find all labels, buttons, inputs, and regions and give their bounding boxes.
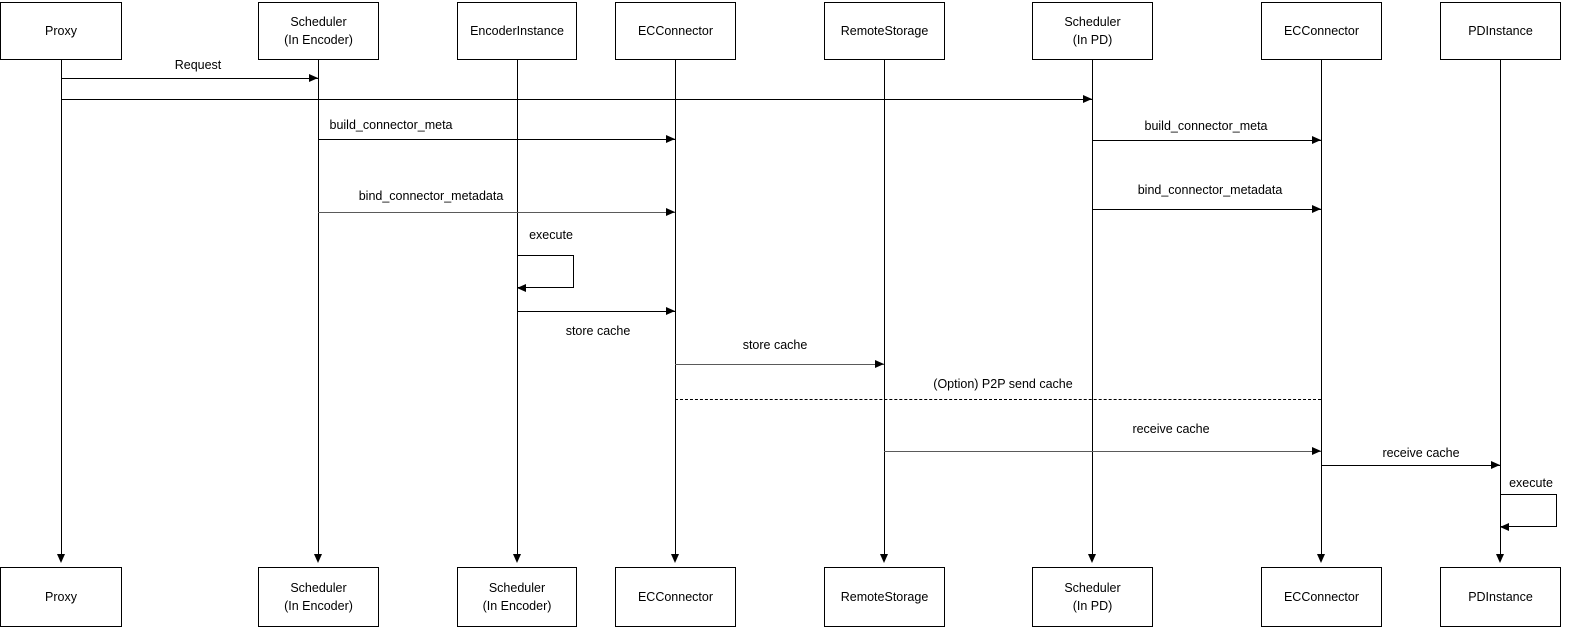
top-participant-box-sched_pd[interactable]: Scheduler (In PD)	[1032, 2, 1153, 60]
bottom-participant-box-ecconn_enc[interactable]: ECConnector	[615, 567, 736, 627]
message-line-m4[interactable]	[1092, 140, 1321, 141]
message-line-m2[interactable]	[61, 99, 1092, 100]
participant-name: RemoteStorage	[840, 23, 929, 38]
participant-name: Proxy	[45, 589, 77, 604]
top-participant-box-ecconn_pd[interactable]: ECConnector	[1261, 2, 1382, 60]
participant-name: PDInstance	[1468, 589, 1533, 604]
participant-qualifier: (In PD)	[1072, 33, 1113, 47]
self-call-loop-s1[interactable]	[517, 255, 574, 288]
message-label-m8: store cache	[742, 338, 808, 352]
message-arrow-icon-m1	[309, 74, 318, 82]
message-arrow-icon-m11	[1491, 461, 1500, 469]
message-label-m6: bind_connector_metadata	[1137, 183, 1283, 197]
message-arrow-icon-m8	[875, 360, 884, 368]
message-arrow-icon-m6	[1312, 205, 1321, 213]
self-call-arrow-icon-s2	[1500, 523, 1509, 531]
message-line-m9[interactable]	[675, 399, 1321, 400]
lifeline-ecconn_pd	[1321, 60, 1322, 555]
participant-name: EncoderInstance	[470, 23, 564, 38]
top-participant-box-encoder_inst[interactable]: EncoderInstance	[457, 2, 577, 60]
message-label-m3: build_connector_meta	[329, 118, 453, 132]
lifeline-arrow-icon-proxy	[57, 554, 65, 563]
message-line-m5[interactable]	[318, 212, 675, 213]
lifeline-arrow-icon-sched_enc	[314, 554, 322, 563]
lifeline-pd_inst	[1500, 60, 1501, 555]
self-call-label-s1: execute	[529, 228, 573, 242]
message-label-m9: (Option) P2P send cache	[933, 377, 1073, 391]
participant-name: ECConnector	[1283, 23, 1360, 38]
message-arrow-icon-m10	[1312, 447, 1321, 455]
top-participant-box-proxy[interactable]: Proxy	[0, 2, 122, 60]
lifeline-arrow-icon-pd_inst	[1496, 554, 1504, 563]
message-line-m6[interactable]	[1092, 209, 1321, 210]
participant-name: ECConnector	[637, 23, 714, 38]
self-call-arrow-icon-s1	[517, 284, 526, 292]
top-participant-box-remote_storage[interactable]: RemoteStorage	[824, 2, 945, 60]
lifeline-arrow-icon-encoder_inst	[513, 554, 521, 563]
message-arrow-icon-m3	[666, 135, 675, 143]
message-label-m7: store cache	[565, 324, 631, 338]
bottom-participant-box-sched_enc[interactable]: Scheduler (In Encoder)	[258, 567, 379, 627]
message-label-m11: receive cache	[1382, 446, 1460, 460]
message-label-m1: Request	[174, 58, 222, 72]
bottom-participant-box-proxy[interactable]: Proxy	[0, 567, 122, 627]
message-line-m11[interactable]	[1321, 465, 1500, 466]
participant-name: Proxy	[45, 23, 77, 38]
participant-qualifier: (In Encoder)	[284, 33, 353, 47]
message-line-m1[interactable]	[61, 78, 318, 79]
bottom-participant-box-sched_pd[interactable]: Scheduler (In PD)	[1032, 567, 1153, 627]
lifeline-ecconn_enc	[675, 60, 676, 555]
participant-qualifier: (In PD)	[1072, 599, 1113, 613]
message-line-m10[interactable]	[884, 451, 1321, 452]
lifeline-proxy	[61, 60, 62, 555]
participant-name: ECConnector	[1283, 589, 1360, 604]
lifeline-encoder_inst	[517, 60, 518, 555]
participant-name: Scheduler	[290, 580, 347, 595]
top-participant-box-pd_inst[interactable]: PDInstance	[1440, 2, 1561, 60]
lifeline-sched_pd	[1092, 60, 1093, 555]
lifeline-remote_storage	[884, 60, 885, 555]
lifeline-arrow-icon-ecconn_pd	[1317, 554, 1325, 563]
participant-name: RemoteStorage	[840, 589, 929, 604]
message-label-m5: bind_connector_metadata	[358, 189, 504, 203]
lifeline-arrow-icon-sched_pd	[1088, 554, 1096, 563]
participant-name: Scheduler	[1064, 580, 1121, 595]
participant-name: Scheduler	[488, 580, 546, 595]
message-arrow-icon-m7	[666, 307, 675, 315]
participant-name: ECConnector	[637, 589, 714, 604]
top-participant-box-ecconn_enc[interactable]: ECConnector	[615, 2, 736, 60]
bottom-participant-box-encoder_inst[interactable]: Scheduler (In Encoder)	[457, 567, 577, 627]
message-label-m4: build_connector_meta	[1144, 119, 1268, 133]
participant-qualifier: (In Encoder)	[482, 599, 552, 613]
message-arrow-icon-m5	[666, 208, 675, 216]
lifeline-arrow-icon-remote_storage	[880, 554, 888, 563]
participant-name: Scheduler	[1064, 14, 1121, 29]
lifeline-arrow-icon-ecconn_enc	[671, 554, 679, 563]
message-line-m8[interactable]	[675, 364, 884, 365]
message-label-m10: receive cache	[1132, 422, 1210, 436]
participant-qualifier: (In Encoder)	[284, 599, 353, 613]
message-arrow-icon-m4	[1312, 136, 1321, 144]
participant-name: Scheduler	[290, 14, 347, 29]
self-call-label-s2: execute	[1509, 476, 1553, 490]
bottom-participant-box-ecconn_pd[interactable]: ECConnector	[1261, 567, 1382, 627]
top-participant-box-sched_enc[interactable]: Scheduler (In Encoder)	[258, 2, 379, 60]
message-line-m7[interactable]	[517, 311, 675, 312]
message-arrow-icon-m2	[1083, 95, 1092, 103]
lifeline-sched_enc	[318, 60, 319, 555]
bottom-participant-box-pd_inst[interactable]: PDInstance	[1440, 567, 1561, 627]
message-line-m3[interactable]	[318, 139, 675, 140]
self-call-loop-s2[interactable]	[1500, 494, 1557, 527]
participant-name: PDInstance	[1468, 23, 1533, 38]
bottom-participant-box-remote_storage[interactable]: RemoteStorage	[824, 567, 945, 627]
